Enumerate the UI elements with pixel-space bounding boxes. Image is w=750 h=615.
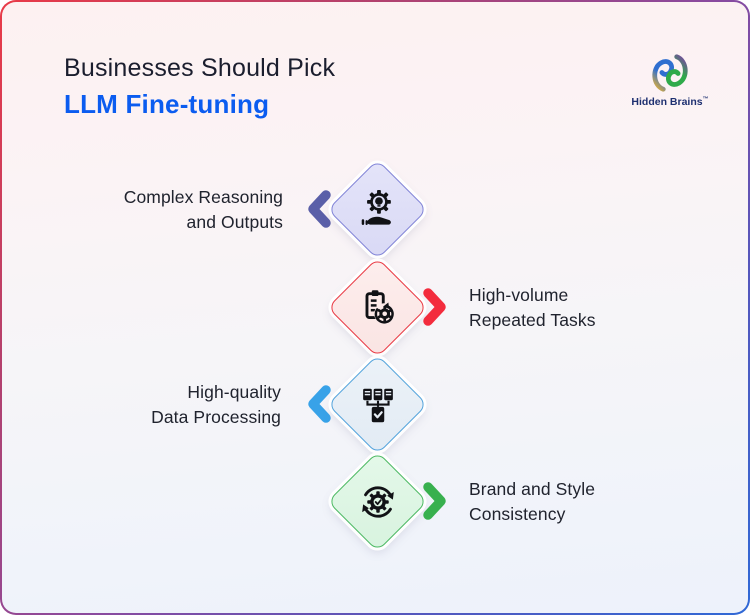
- chevron-left-icon: [308, 385, 331, 423]
- label-line: and Outputs: [186, 212, 283, 232]
- idea-gear-hand-icon: [343, 175, 412, 244]
- title-line-2: LLM Fine-tuning: [64, 89, 270, 119]
- label-high-quality: High-quality Data Processing: [151, 380, 281, 430]
- brand-logo: Hidden Brains™: [630, 52, 710, 108]
- label-line: Repeated Tasks: [469, 310, 596, 330]
- brand-logo-text: Hidden Brains™: [630, 96, 710, 108]
- diamond-brand-style: [327, 451, 428, 552]
- documents-check-icon: [343, 370, 412, 439]
- label-complex-reasoning: Complex Reasoning and Outputs: [124, 185, 283, 235]
- chevron-right-icon: [423, 288, 446, 326]
- gear-sync-icon: [343, 467, 412, 536]
- brand-name: Hidden Brains: [631, 96, 703, 108]
- label-brand-style: Brand and Style Consistency: [469, 477, 595, 527]
- hidden-brains-logo-icon: [652, 54, 688, 92]
- chevron-right-icon: [423, 482, 446, 520]
- page-title: Businesses Should Pick LLM Fine-tuning: [64, 54, 335, 120]
- label-line: Consistency: [469, 504, 566, 524]
- label-line: Complex Reasoning: [123, 187, 283, 207]
- diamond-high-quality: [327, 354, 428, 455]
- diamond-complex-reasoning: [327, 159, 428, 260]
- trademark-symbol: ™: [702, 96, 709, 103]
- clipboard-gear-icon: [343, 273, 412, 342]
- label-line: Data Processing: [151, 407, 281, 427]
- title-line-1: Businesses Should Pick: [64, 54, 336, 82]
- chevron-left-icon: [308, 190, 331, 228]
- diamond-high-volume: [327, 257, 428, 358]
- label-line: High-quality: [187, 382, 281, 402]
- label-line: Brand and Style: [469, 479, 596, 499]
- label-high-volume: High-volume Repeated Tasks: [469, 283, 596, 333]
- label-line: High-volume: [469, 285, 569, 305]
